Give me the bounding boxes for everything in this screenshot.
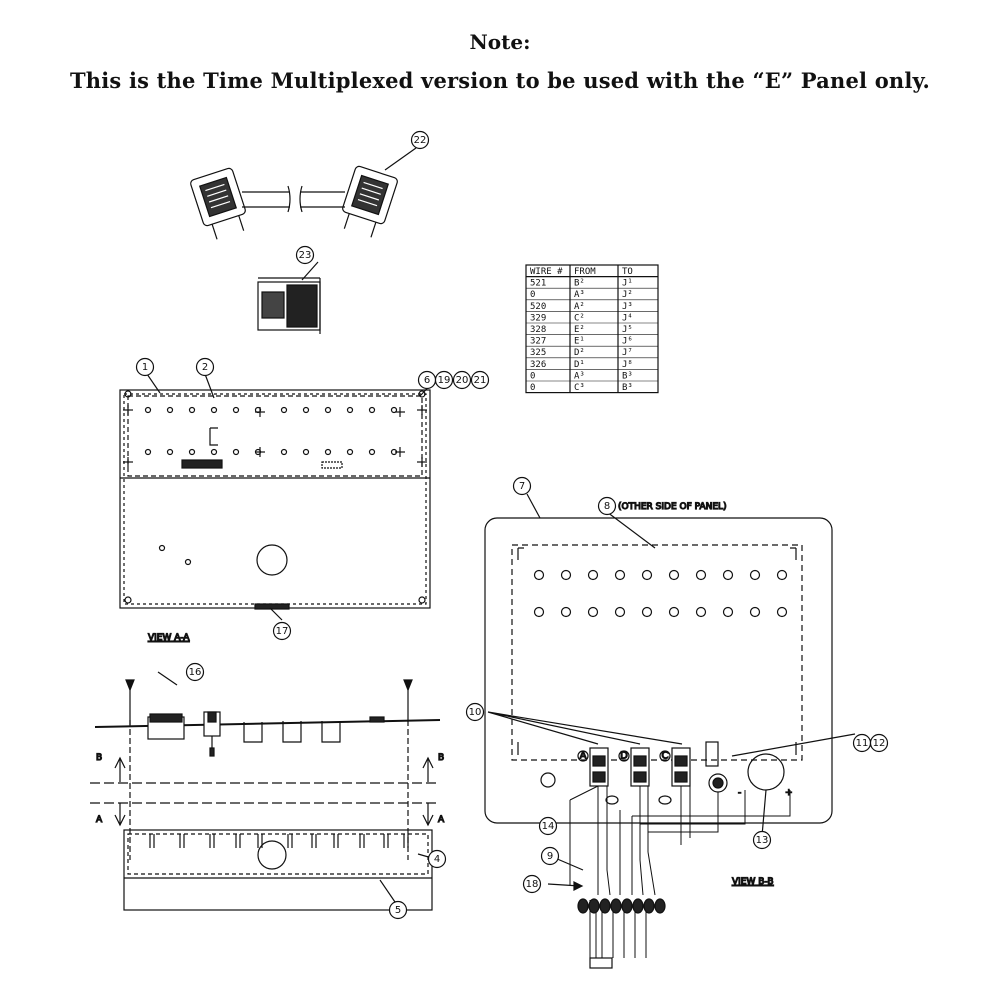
note-text: This is the Time Multiplexed version to …: [69, 68, 931, 93]
note-title: Note:: [469, 30, 531, 54]
callout-9: 9: [547, 851, 553, 862]
table-cell: B²: [574, 279, 585, 289]
callout-23: 23: [299, 250, 312, 261]
callout-6: 6: [424, 375, 430, 386]
table-cell: D²: [574, 348, 585, 358]
callout-5: 5: [395, 905, 401, 916]
table-cell: J⁴: [622, 313, 633, 323]
table-cell: C³: [574, 383, 585, 393]
callout-18: 18: [526, 879, 539, 890]
callout-10-circle: [465, 702, 485, 722]
minus-label: -: [738, 788, 741, 798]
callout-7-circle: [512, 476, 532, 496]
table-cell: D¹: [574, 360, 585, 370]
callout-11: 11: [856, 738, 869, 749]
callout-20: 20: [456, 375, 469, 386]
callout-17: 17: [276, 626, 289, 637]
cable-assembly: [190, 147, 417, 240]
table-header-cell: TO: [622, 267, 633, 277]
table-cell: 326: [530, 360, 546, 370]
table-cell: A³: [574, 290, 585, 300]
table-cell: A²: [574, 302, 585, 312]
callout-18-circle: [522, 874, 542, 894]
table-cell: C²: [574, 313, 585, 323]
callout-12: 12: [873, 738, 886, 749]
view-aa-panel: VIEW A-A: [119, 373, 438, 644]
callout-2-circle: [195, 357, 215, 377]
callout-10: 10: [469, 707, 482, 718]
callout-22-circle: [410, 130, 430, 150]
callout-13: 13: [756, 835, 769, 846]
table-header-cell: WIRE #: [530, 267, 563, 277]
side-view: B B A A: [90, 671, 446, 911]
section-a-left: A: [96, 815, 103, 825]
table-cell: 329: [530, 313, 546, 323]
callout-8: 8: [604, 501, 610, 512]
callout-20-circle: [452, 370, 472, 390]
table-cell: B³: [622, 383, 633, 393]
callout-19-circle: [434, 370, 454, 390]
table-cell: J⁸: [622, 360, 633, 370]
plus-label: +: [785, 788, 793, 798]
table-cell: A³: [574, 371, 585, 381]
view-bb-label: VIEW B-B: [732, 877, 774, 887]
callout-5-circle: [388, 900, 408, 920]
callout-12-circle: [869, 733, 889, 753]
table-cell: J⁵: [622, 325, 633, 335]
table-cell: 0: [530, 290, 535, 300]
table-cell: J³: [622, 302, 633, 312]
table-cell: J²: [622, 290, 633, 300]
callout-1: 1: [142, 362, 148, 373]
table-cell: 328: [530, 325, 546, 335]
table-cell: 327: [530, 337, 546, 347]
callout-4: 4: [434, 854, 440, 865]
callout-16-circle: [185, 662, 205, 682]
callout-17-circle: [272, 621, 292, 641]
section-b-right: B: [438, 753, 444, 763]
callout-9-circle: [540, 846, 560, 866]
callout-19: 19: [438, 375, 451, 386]
callout-14-circle: [538, 816, 558, 836]
module-23: [257, 261, 321, 334]
table-cell: J⁷: [622, 348, 633, 358]
section-b-left: B: [96, 753, 102, 763]
table-cell: 0: [530, 371, 535, 381]
switch-c-label: C: [662, 751, 669, 762]
other-side-label: (OTHER SIDE OF PANEL): [618, 502, 727, 512]
callout-14: 14: [542, 821, 555, 832]
view-aa-label: VIEW A-A: [148, 633, 190, 643]
switch-d-label: D: [620, 751, 628, 762]
section-a-right: A: [438, 815, 445, 825]
table-header-cell: FROM: [574, 267, 596, 277]
callout-22: 22: [414, 135, 427, 146]
switch-a-label: A: [580, 751, 587, 762]
table-cell: E¹: [574, 337, 585, 347]
table-cell: J¹: [622, 279, 633, 289]
table-cell: 325: [530, 348, 546, 358]
callout-13-circle: [752, 830, 772, 850]
table-cell: E²: [574, 325, 585, 335]
table-cell: B³: [622, 371, 633, 381]
view-bb-panel: (OTHER SIDE OF PANEL) A D C - +: [484, 493, 856, 969]
table-cell: 520: [530, 302, 546, 312]
callout-4-circle: [427, 849, 447, 869]
callout-8-circle: [597, 496, 617, 516]
table-cell: J⁶: [622, 337, 633, 347]
callout-7: 7: [519, 481, 525, 492]
callout-1-circle: [135, 357, 155, 377]
callout-16: 16: [189, 667, 202, 678]
callout-21-circle: [470, 370, 490, 390]
terminal-bundle: [577, 898, 666, 914]
callout-2: 2: [202, 362, 208, 373]
table-cell: 0: [530, 383, 535, 393]
callout-21: 21: [474, 375, 487, 386]
callout-23-circle: [295, 245, 315, 265]
table-cell: 521: [530, 279, 546, 289]
